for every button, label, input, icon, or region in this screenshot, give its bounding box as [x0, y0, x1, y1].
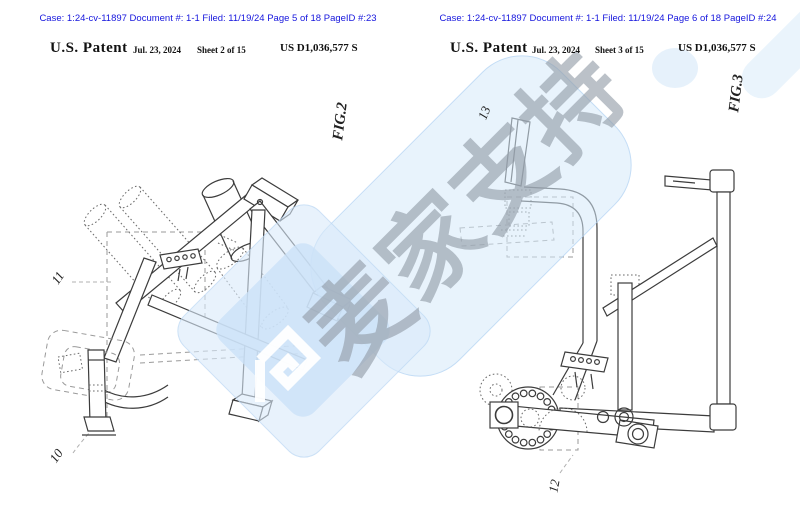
us-patent-label-right: U.S. Patent [450, 40, 528, 56]
fig3-gear-assembly [479, 373, 659, 450]
fig2-bench-base [41, 329, 169, 436]
case-caption-left: Case: 1:24-cv-11897 Document #: 1-1 File… [39, 13, 377, 24]
watermark-maze-logo-icon [255, 324, 322, 402]
case-caption-right: Case: 1:24-cv-11897 Document #: 1-1 File… [439, 13, 777, 24]
patent-number-right: US D1,036,577 S [678, 42, 756, 54]
watermark-faint-blob [652, 48, 698, 88]
fig3-holed-plate [560, 351, 609, 390]
fig3-drawing [459, 117, 737, 474]
date-right: Jul. 23, 2024 [532, 45, 581, 55]
us-patent-label-left: U.S. Patent [50, 40, 128, 56]
ref-numeral-12: 12 [545, 478, 563, 494]
sheet-right: Sheet 3 of 15 [595, 45, 644, 55]
sheet-left: Sheet 2 of 15 [197, 45, 246, 55]
fig2-bracket-plate [159, 248, 203, 282]
fig2-label: FIG.2 [330, 101, 351, 142]
date-left: Jul. 23, 2024 [133, 45, 182, 55]
patent-number-left: US D1,036,577 S [280, 42, 358, 54]
